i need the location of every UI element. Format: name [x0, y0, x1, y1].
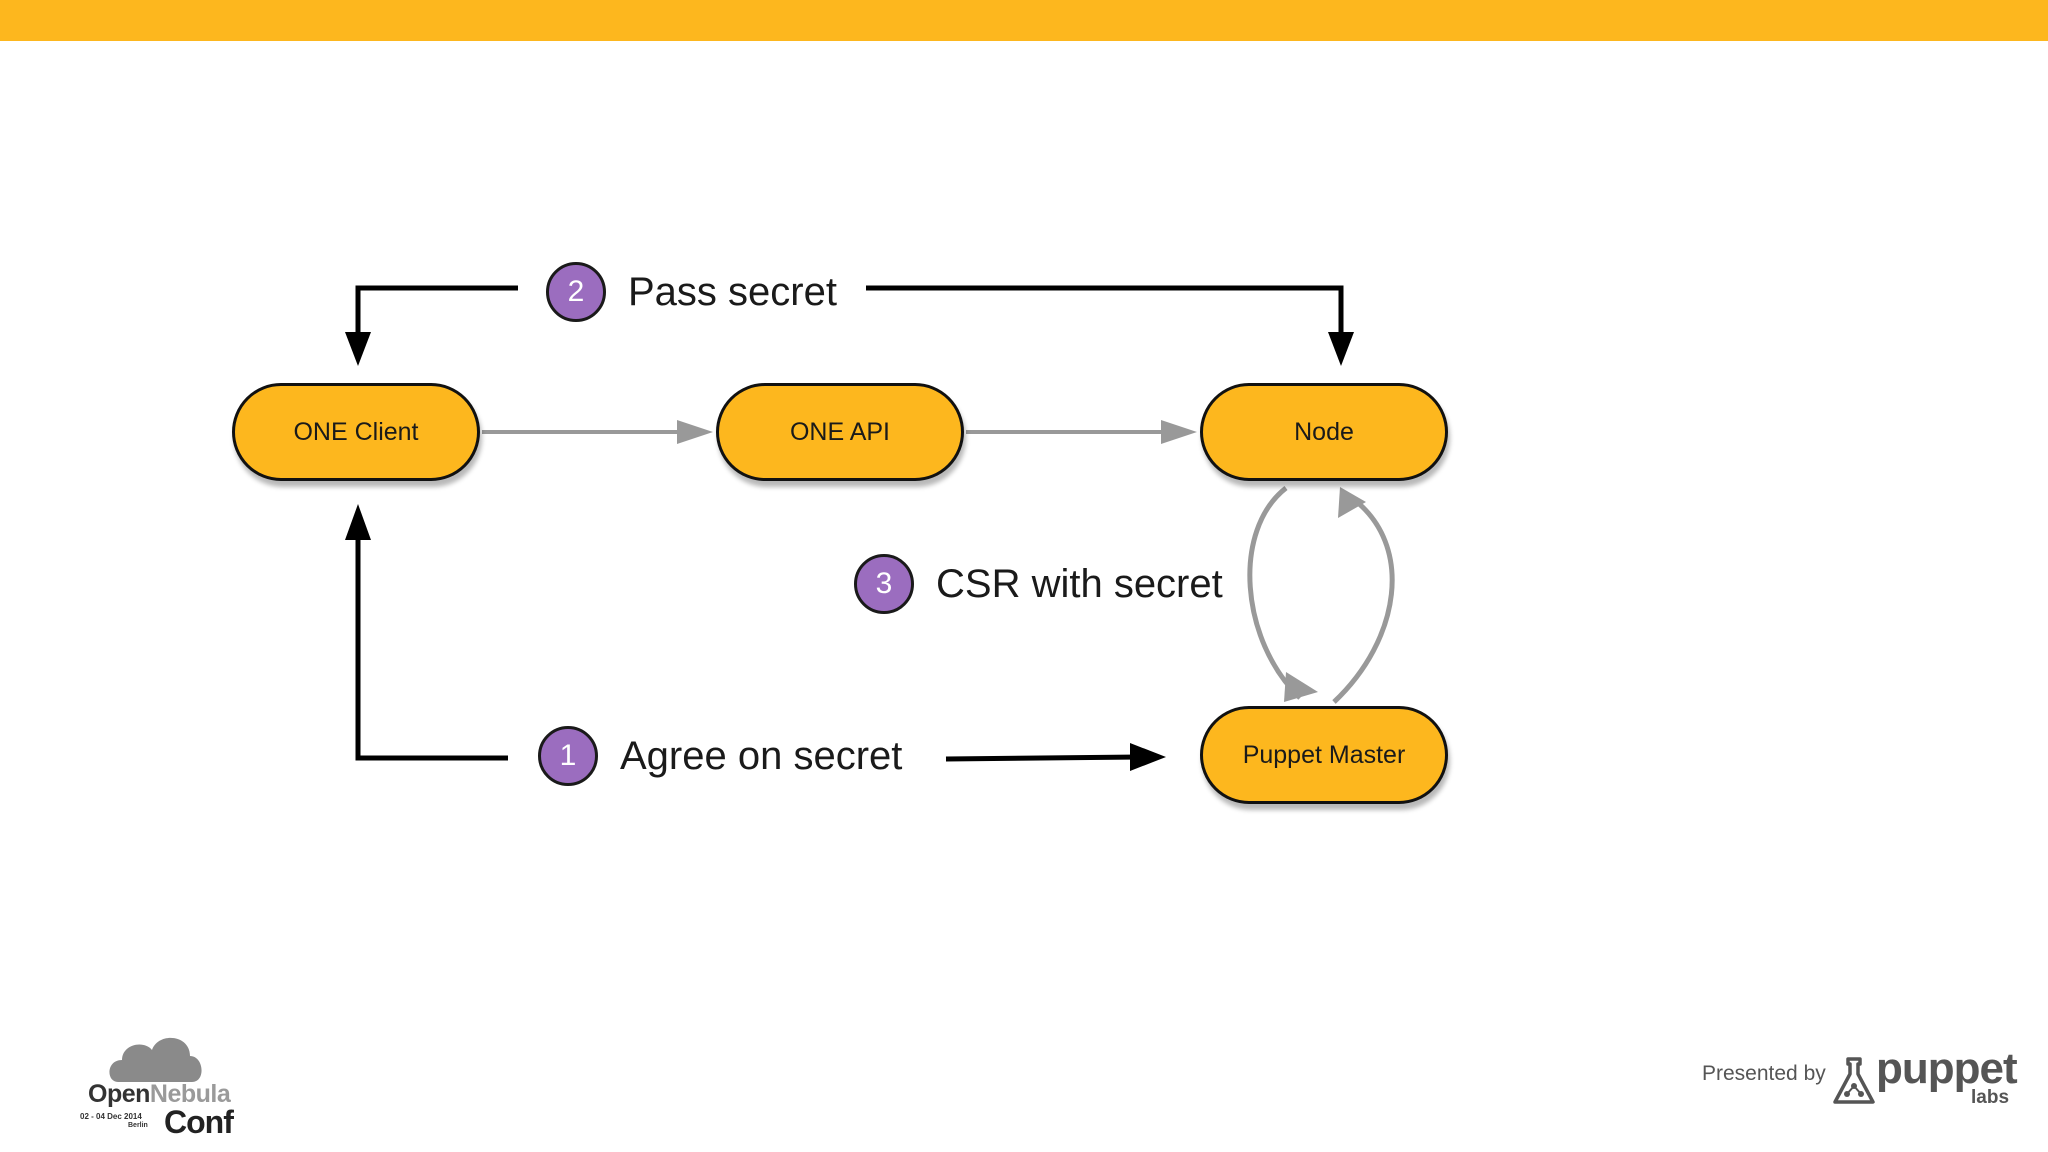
puppet-wordmark: puppet: [1876, 1044, 2018, 1093]
node-one-api: ONE API: [716, 383, 964, 481]
opennebula-conf-logo: OpenNebula 02 - 04 Dec 2014 Berlin Conf: [78, 1030, 248, 1140]
agree-secret-arrowhead-up: [345, 504, 371, 540]
client-to-api-arrowhead: [677, 420, 713, 444]
step-csr-with-secret: 3 CSR with secret: [854, 551, 1223, 617]
node-node: Node: [1200, 383, 1448, 481]
open-text: Open: [88, 1080, 150, 1108]
step-3-badge: 3: [854, 554, 914, 614]
pass-secret-arrow-right: [866, 285, 1344, 350]
conf-date: 02 - 04 Dec 2014: [80, 1112, 142, 1121]
nebula-text: Nebula: [149, 1080, 231, 1108]
step-2-label: Pass secret: [628, 269, 837, 314]
csr-arrow-master-to-node: [1332, 495, 1395, 704]
pass-secret-arrow-left: [355, 285, 518, 350]
puppet-flask-icon: [1833, 1057, 1875, 1104]
csr-arrowhead-down: [1284, 672, 1318, 702]
agree-secret-arrowhead-right: [1130, 743, 1166, 771]
step-3-label: CSR with secret: [936, 561, 1223, 606]
conf-wordmark: Conf: [164, 1104, 234, 1140]
agree-secret-arrow-left: [355, 530, 508, 761]
cloud-icon: [109, 1037, 202, 1082]
presented-by-block: Presented by puppet labs: [1690, 1044, 2018, 1112]
node-one-client: ONE Client: [232, 383, 480, 481]
node-one-api-label: ONE API: [789, 417, 891, 446]
pass-secret-arrowhead-right: [1328, 332, 1354, 366]
presented-by-text: Presented by: [1702, 1062, 1826, 1085]
step-1-label: Agree on secret: [620, 733, 903, 778]
node-one-client-label: ONE Client: [293, 417, 419, 446]
step-pass-secret: 2 Pass secret: [546, 259, 837, 325]
node-node-label: Node: [1294, 417, 1354, 446]
step-2-badge: 2: [546, 262, 606, 322]
node-puppet-master-label: Puppet Master: [1242, 740, 1406, 769]
top-accent-bar: [0, 0, 2048, 41]
csr-arrowhead-up: [1338, 487, 1366, 518]
step-1-badge: 1: [538, 726, 598, 786]
pass-secret-arrowhead-left: [345, 332, 371, 366]
api-to-node-arrowhead: [1161, 420, 1197, 444]
step-agree-on-secret: 1 Agree on secret: [538, 723, 902, 789]
node-puppet-master: Puppet Master: [1200, 706, 1448, 804]
agree-secret-arrow-right: [945, 754, 1141, 762]
conf-city: Berlin: [128, 1122, 148, 1129]
opennebula-wordmark: OpenNebula: [88, 1080, 231, 1109]
labs-wordmark: labs: [1971, 1087, 2010, 1108]
csr-arrow-node-to-master: [1247, 486, 1302, 700]
